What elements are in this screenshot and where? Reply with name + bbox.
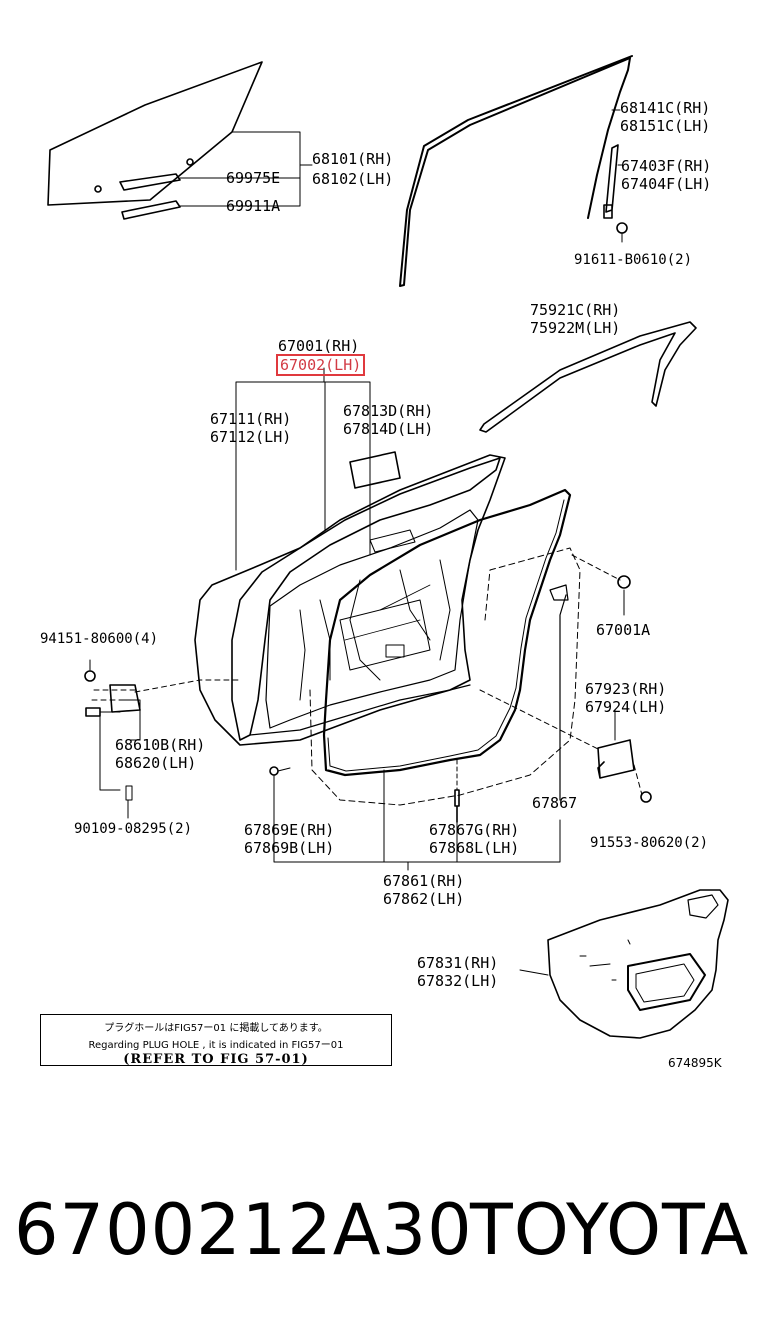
label-75922: 75922M(LH) <box>530 319 621 337</box>
frame-moulding <box>479 321 697 433</box>
label-67861: 67861(RH) <box>383 872 465 890</box>
glass-run <box>399 55 633 287</box>
notice-refer-text: (REFER TO FIG 57-01) <box>123 1052 309 1067</box>
door-inner-frame <box>231 457 501 741</box>
weatherstrip <box>322 488 572 777</box>
brand-name: TOYOTA <box>470 1189 750 1271</box>
label-67924: 67924(LH) <box>585 698 667 716</box>
label-67869e: 67869E(RH) <box>244 821 335 839</box>
parts-diagram <box>47 55 729 1039</box>
label-68102: 68102(LH) <box>312 170 394 188</box>
label-67001a: 67001A <box>596 621 651 639</box>
label-67814: 67814D(LH) <box>343 420 434 438</box>
label-67403: 67403F(RH) <box>621 157 712 175</box>
label-67832: 67832(LH) <box>417 972 499 990</box>
label-68151: 68151C(LH) <box>620 117 711 135</box>
plug-patch <box>349 451 401 489</box>
label-69975: 69975E <box>226 169 281 187</box>
notice-japanese-text: プラグホールはFIG57ー01 に掲載してあります。 <box>104 1023 328 1034</box>
label-67862: 67862(LH) <box>383 890 465 908</box>
label-75921: 75921C(RH) <box>530 301 621 319</box>
label-67111: 67111(RH) <box>210 410 292 428</box>
division-bar <box>603 144 619 219</box>
label-68141: 68141C(RH) <box>620 99 711 117</box>
figure-number: 674895K <box>668 1056 722 1070</box>
label-94151: 94151-80600(4) <box>40 631 159 647</box>
label-67112: 67112(LH) <box>210 428 292 446</box>
label-67404: 67404F(LH) <box>621 175 712 193</box>
lock-striker <box>597 739 635 779</box>
label-91553: 91553-80620(2) <box>590 835 709 851</box>
plug-hole-notice: プラグホールはFIG57ー01 に掲載してあります。 Regarding PLU… <box>40 1014 392 1067</box>
label-67923: 67923(RH) <box>585 680 667 698</box>
label-69911: 69911A <box>226 197 281 215</box>
label-90109: 90109-08295(2) <box>74 821 193 837</box>
label-67002-highlighted: 67002(LH) <box>276 354 366 376</box>
part-number: 6700212A30 <box>14 1189 473 1271</box>
label-67869b: 67869B(LH) <box>244 839 335 857</box>
label-68620: 68620(LH) <box>115 754 197 772</box>
label-68610: 68610B(RH) <box>115 736 206 754</box>
label-91611: 91611-B0610(2) <box>574 252 693 268</box>
label-67867g: 67867G(RH) <box>429 821 520 839</box>
label-67831: 67831(RH) <box>417 954 499 972</box>
label-67813: 67813D(RH) <box>343 402 434 420</box>
label-68101: 68101(RH) <box>312 150 394 168</box>
label-67001: 67001(RH) <box>278 337 360 355</box>
label-67867: 67867 <box>532 794 578 812</box>
notice-english-text: Regarding PLUG HOLE , it is indicated in… <box>88 1040 344 1051</box>
door-trim-board <box>547 889 729 1039</box>
door-outer-panel <box>194 454 506 746</box>
label-67868: 67868L(LH) <box>429 839 520 857</box>
